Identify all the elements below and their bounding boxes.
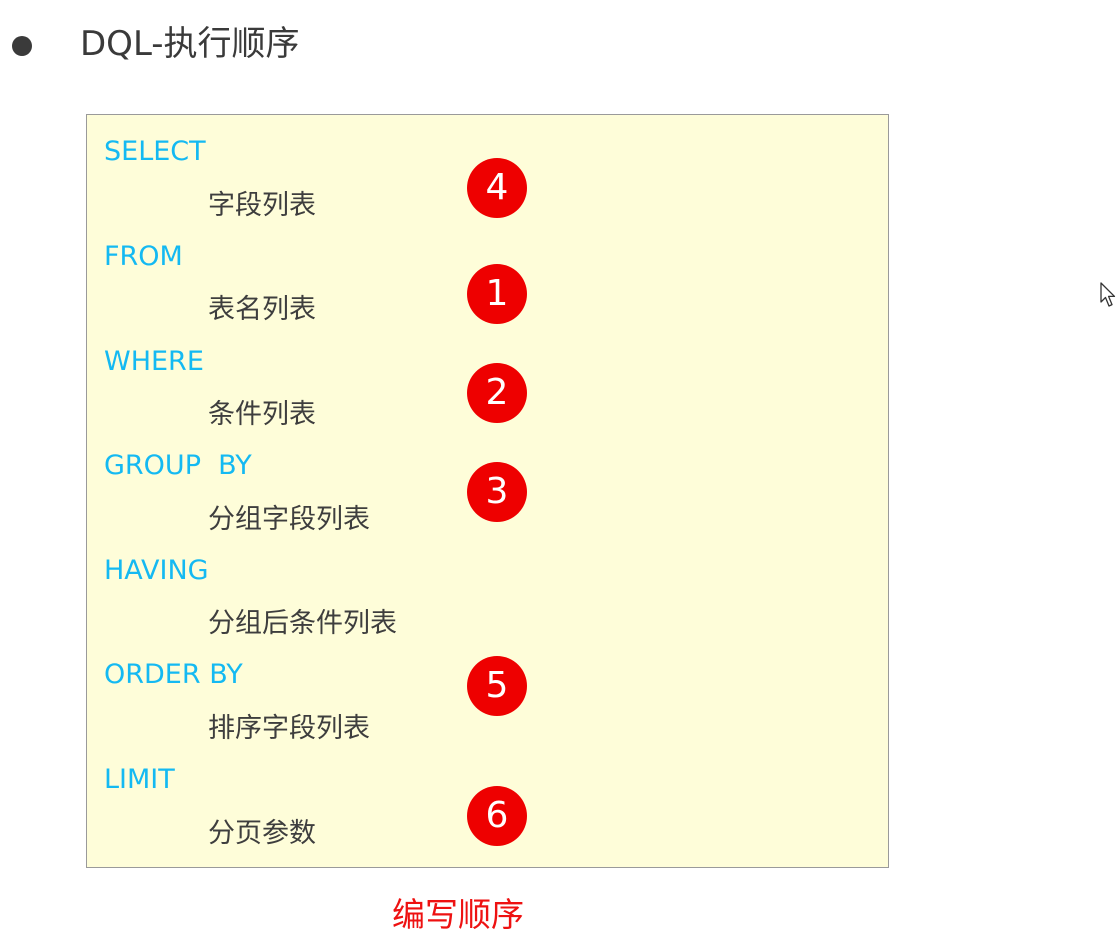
keyword-where: WHERE	[104, 346, 204, 377]
clause-from: 表名列表	[208, 294, 316, 325]
keyword-having: HAVING	[104, 555, 209, 586]
keyword-group-by: GROUP BY	[104, 450, 252, 481]
clause-where: 条件列表	[208, 399, 316, 430]
clause-having: 分组后条件列表	[208, 608, 397, 639]
step-badge-from: 1	[467, 264, 527, 324]
mouse-pointer-icon	[1100, 282, 1116, 307]
step-badge-where: 2	[467, 363, 527, 423]
clause-group-by: 分组字段列表	[208, 504, 370, 535]
keyword-order-by: ORDER BY	[104, 659, 243, 690]
step-badge-group-by: 3	[467, 462, 527, 522]
keyword-from: FROM	[104, 241, 183, 272]
bullet-dot-icon	[12, 36, 32, 56]
step-badge-limit: 6	[467, 786, 527, 846]
keyword-limit: LIMIT	[104, 764, 175, 795]
writing-order-caption: 编写顺序	[392, 895, 524, 934]
sql-syntax-box: SELECT 字段列表 4 FROM 表名列表 1 WHERE 条件列表 2 G…	[86, 114, 889, 868]
clause-limit: 分页参数	[208, 818, 316, 849]
clause-order-by: 排序字段列表	[208, 713, 370, 744]
keyword-select: SELECT	[104, 136, 206, 167]
clause-select: 字段列表	[208, 190, 316, 221]
step-badge-order-by: 5	[467, 656, 527, 716]
step-badge-select: 4	[467, 158, 527, 218]
page-title: DQL-执行顺序	[80, 24, 300, 64]
